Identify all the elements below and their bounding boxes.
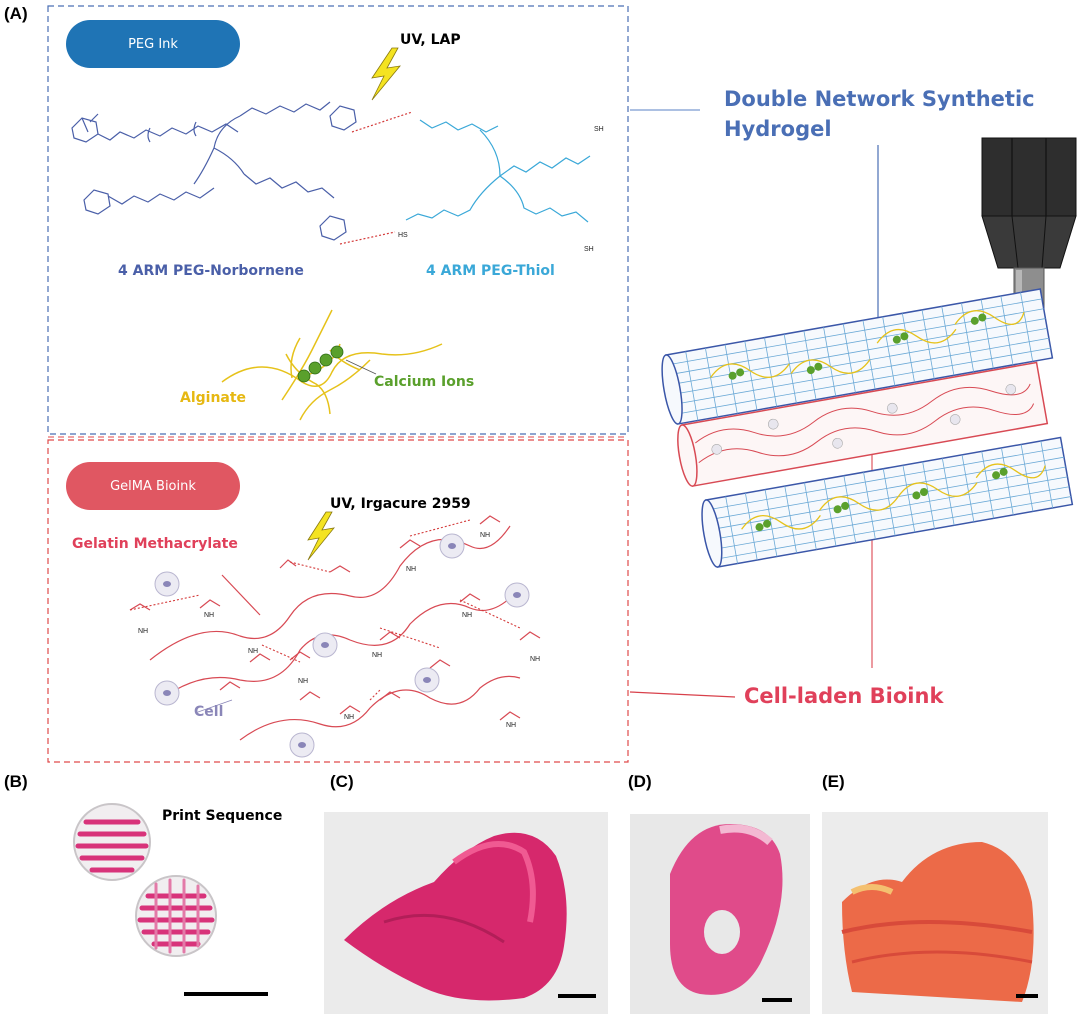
nh-label-6: NH <box>530 656 541 663</box>
panel-label-c: (C) <box>330 772 354 791</box>
construct-e-shape <box>841 842 1034 1002</box>
double-network-line2: Hydrogel <box>724 117 832 141</box>
gelma-chain-structure <box>129 515 541 741</box>
print-sequence-label: Print Sequence <box>162 808 283 824</box>
scale-bar-e <box>1016 994 1038 998</box>
cell-laden-bioink-title: Cell-laden Bioink <box>744 684 944 708</box>
gelatin-methacrylate-label: Gelatin Methacrylate <box>72 536 238 552</box>
filament-cylinders <box>661 288 1074 568</box>
hs-label: HS <box>398 232 408 239</box>
alginate-label: Alginate <box>180 390 247 406</box>
cell-label: Cell <box>194 704 224 720</box>
panel-label-e: (E) <box>822 772 845 791</box>
calcium-ions-label: Calcium Ions <box>374 374 475 390</box>
panel-label-d: (D) <box>628 772 652 791</box>
lightning-bolt-icon-peg <box>371 47 401 101</box>
gelma-bioink-box <box>47 439 629 763</box>
alginate-calcium-structure <box>221 309 443 421</box>
scale-bar-b <box>184 992 268 996</box>
photo-c-printed-construct <box>324 812 608 1014</box>
double-network-line1: Double Network Synthetic <box>724 87 1035 111</box>
nh-label-11: NH <box>506 722 517 729</box>
nh-label-10: NH <box>344 714 355 721</box>
nh-label-7: NH <box>248 648 259 655</box>
photo-e-printed-construct <box>822 812 1048 1014</box>
cell-group <box>154 533 530 758</box>
nh-label-9: NH <box>372 652 383 659</box>
nh-label-4: NH <box>480 532 491 539</box>
peg-thiol-label: 4 ARM PEG-Thiol <box>426 263 555 279</box>
sh-label-top: SH <box>594 126 604 133</box>
print-disc-2 <box>135 875 217 957</box>
lightning-bolt-icon-gelma <box>307 511 335 561</box>
gelma-bioink-pill: GelMA Bioink <box>66 462 240 510</box>
peg-ink-box <box>47 5 629 435</box>
construct-c-shape <box>344 832 567 1001</box>
scale-bar-c <box>558 994 596 998</box>
nh-label-3: NH <box>406 566 417 573</box>
print-disc-1 <box>73 803 151 881</box>
nh-label-8: NH <box>298 678 309 685</box>
gelma-connector-line <box>629 691 736 698</box>
peg-norbornene-structure <box>71 101 357 241</box>
calcium-ion-cluster <box>297 345 344 383</box>
scale-bar-d <box>762 998 792 1002</box>
sh-label-bottom: SH <box>584 246 594 253</box>
nh-label-2: NH <box>204 612 215 619</box>
photo-d-printed-construct <box>630 814 810 1014</box>
panel-label-b: (B) <box>4 772 28 791</box>
peg-norbornene-label: 4 ARM PEG-Norbornene <box>118 263 304 279</box>
peg-thiol-structure <box>405 119 591 223</box>
peg-ink-pill: PEG Ink <box>66 20 240 68</box>
panel-label-a: (A) <box>4 4 28 23</box>
nh-label-5: NH <box>462 612 473 619</box>
construct-d-shape <box>670 824 783 995</box>
uv-irgacure-label: UV, Irgacure 2959 <box>330 496 471 512</box>
double-network-title: Double Network Synthetic Hydrogel <box>724 84 1035 144</box>
nh-label-1: NH <box>138 628 149 635</box>
uv-lap-label: UV, LAP <box>400 32 461 48</box>
